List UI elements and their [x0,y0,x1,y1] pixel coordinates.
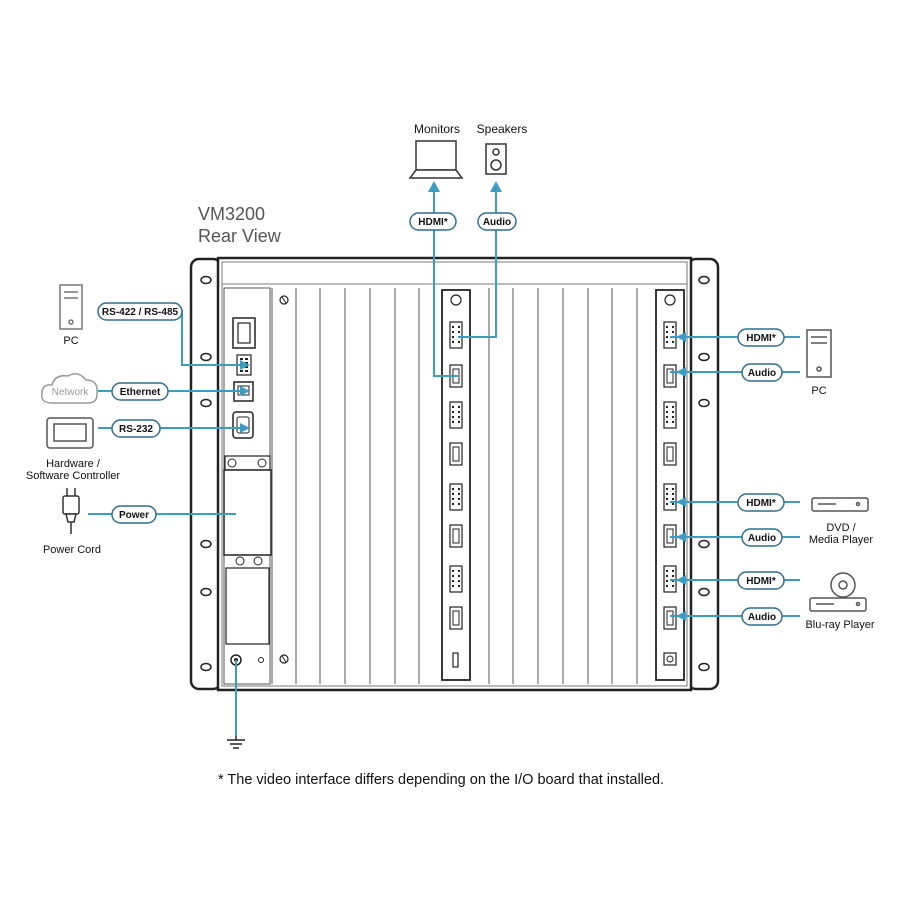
monitors-label: Monitors [414,122,460,136]
pc-left-cable-label: RS-422 / RS-485 [102,307,179,318]
bluray-player-icon [809,572,867,612]
controller-device: Hardware / Software Controller [26,417,120,482]
dvd-label-line1: DVD / [826,522,856,534]
arrow-up-icon [490,181,502,192]
arrow-left-icon [676,611,686,621]
controller-label-line1: Hardware / [46,458,101,470]
speakers-label: Speakers [477,122,528,136]
arrow-right-icon [240,386,250,396]
cloud-icon [40,373,98,404]
model-title: VM3200 [198,204,265,224]
power-cable-label: Power [119,510,149,521]
dvd-player-icon [811,497,869,512]
power-label: Power Cord [43,544,101,556]
dvd-audio-label: Audio [748,533,776,544]
dvd-label-line2: Media Player [809,534,874,546]
network-device: Network [40,373,98,404]
power-plug-icon [62,488,80,534]
arrow-left-icon [676,332,686,342]
monitors-cable-label: HDMI* [418,217,448,228]
bluray-device: Blu-ray Player [805,572,875,631]
bluray-hdmi-label: HDMI* [746,576,776,587]
controller-icon [46,417,94,449]
power-device: Power Cord [43,488,101,556]
arrow-left-icon [676,367,686,377]
pc-tower-icon [59,284,83,330]
arrow-right-icon [240,423,250,433]
speaker-icon [485,143,507,175]
controller-cable-label: RS-232 [119,424,153,435]
view-title: Rear View [198,226,282,246]
pc-right-audio-label: Audio [748,368,776,379]
footnote: * The video interface differs depending … [218,772,664,788]
bluray-audio-label: Audio [748,612,776,623]
monitors-device: Monitors [408,122,464,179]
network-label: Network [52,387,90,398]
pc-left-device: PC [59,284,83,347]
pc-right-hdmi-label: HDMI* [746,333,776,344]
pc-right-device: PC [806,329,832,397]
ground-icon [227,736,245,749]
network-cable-label: Ethernet [120,387,161,398]
arrow-left-icon [676,575,686,585]
pc-tower-icon [806,329,832,378]
arrow-left-icon [676,532,686,542]
dvd-device: DVD / Media Player [809,497,874,546]
bluray-label: Blu-ray Player [805,619,874,631]
arrow-left-icon [676,497,686,507]
arrow-up-icon [428,181,440,192]
dvd-hdmi-label: HDMI* [746,498,776,509]
pc-left-label: PC [63,335,78,347]
laptop-icon [408,140,464,179]
controller-label-line2: Software Controller [26,470,120,482]
speakers-cable-label: Audio [483,217,511,228]
chassis [189,256,720,692]
arrow-right-icon [240,360,250,370]
pc-right-label: PC [811,385,826,397]
speakers-device: Speakers [477,122,528,175]
